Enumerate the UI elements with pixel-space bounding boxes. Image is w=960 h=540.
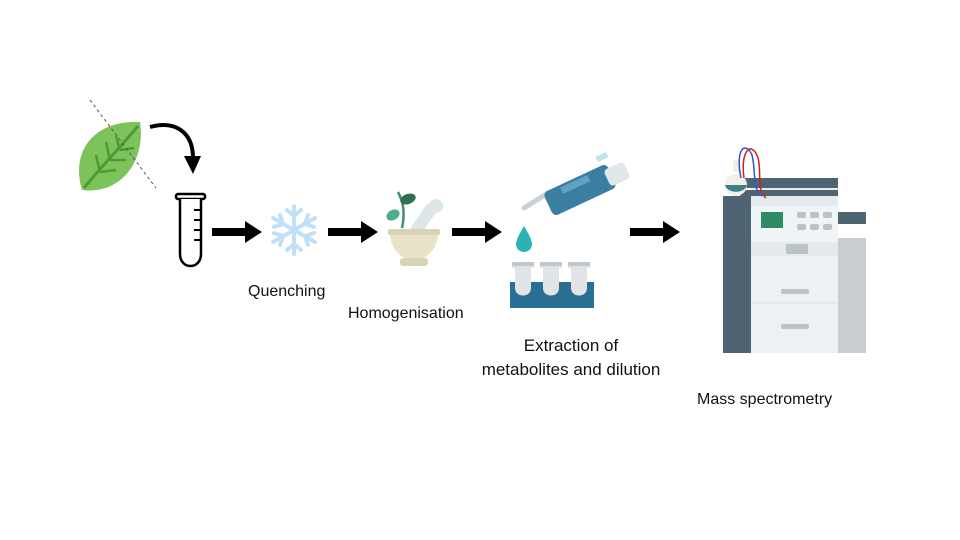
homogenisation-label: Homogenisation (348, 305, 464, 322)
quenching-label: Quenching (248, 283, 326, 300)
curved-arrow-icon (149, 123, 201, 174)
test-tube-icon (174, 192, 207, 268)
pipette-icon (521, 152, 630, 215)
mass-spectrometry-label: Mass spectrometry (697, 391, 833, 408)
snowflake-icon (271, 204, 317, 256)
well-plate-icon (510, 262, 594, 308)
mortar-pestle-icon (386, 191, 443, 266)
extraction-label-line1: Extraction of (523, 336, 619, 355)
mass-spectrometer-icon (723, 147, 866, 353)
arrow-icon (212, 221, 262, 243)
arrow-icon (452, 221, 502, 243)
extraction-label-line2: metabolites and dilution (481, 360, 661, 379)
arrow-icon (328, 221, 378, 243)
droplet-icon (516, 226, 532, 252)
arrow-icon (630, 221, 680, 243)
leaf-icon (79, 99, 157, 191)
extraction-label: Extraction of metabolites and dilution (472, 334, 670, 382)
